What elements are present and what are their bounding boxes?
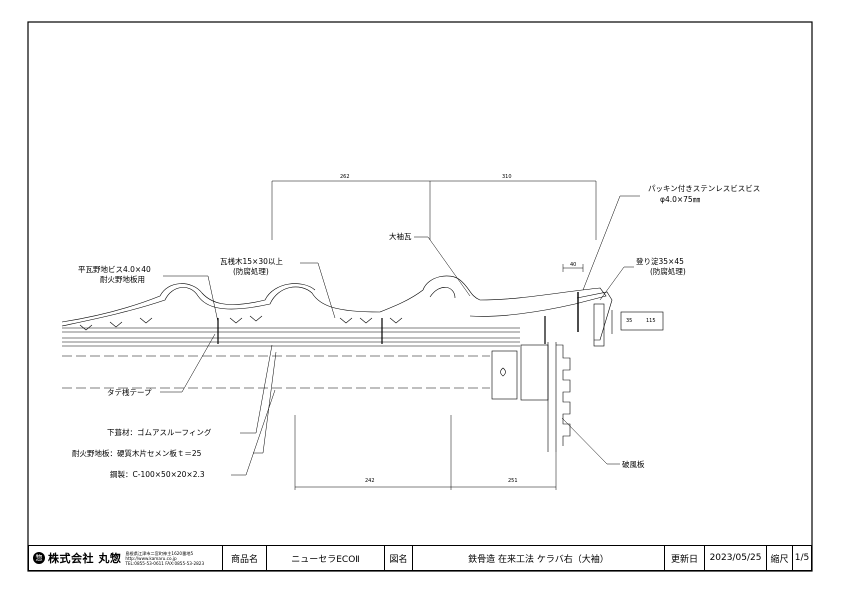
dim-bottom-left: 242 (365, 478, 375, 484)
company-address: 島根県江津市二宮町神主1620番地5 (125, 550, 194, 556)
outer-border (27, 21, 813, 572)
company-url: http://www.kamaru.co.jp (125, 555, 177, 561)
company-logo-icon: 惣 (33, 552, 45, 564)
dim-top-right: 310 (502, 174, 512, 180)
leader-lines (160, 195, 640, 476)
company-tel: TEL:0855-53-0611 FAX:0855-53-2823 (125, 560, 205, 566)
drawing-label: 図名 (385, 546, 413, 570)
updated-value: 2023/05/25 (705, 546, 767, 570)
nobori-label: 登り淀35×45 (636, 257, 684, 266)
dim-small: 40 (570, 262, 577, 268)
batten-label: 瓦桟木15×30以上 (220, 257, 283, 266)
scale-value: 1/5 (794, 553, 810, 563)
drawing-value: 鉄骨造 在来工法 ケラバ右（大袖） (413, 546, 665, 570)
title-block: 惣 株式会社 丸惣 島根県江津市二宮町神主1620番地5 http://www.… (28, 545, 812, 571)
scale-label: 縮尺 (767, 546, 793, 570)
dimension-lines (271, 180, 597, 490)
underlay-label: 下葺材：ゴムアスルーフィング (107, 428, 212, 437)
dim-top-left: 262 (340, 174, 350, 180)
hira-screw-label: 平瓦野地ビス4.0×40 (78, 265, 151, 274)
company-name: 株式会社 丸惣 (48, 552, 122, 565)
nobori-treatment-label: (防腐処理) (650, 267, 686, 276)
batten-treatment-label: (防腐処理) (233, 267, 269, 276)
hafu-label: 破風板 (622, 460, 645, 469)
tate-tape-label: タテ桟テープ (107, 388, 152, 397)
dim-side-b: 115 (646, 318, 656, 324)
hira-screw-use-label: 耐火野地板用 (100, 275, 145, 284)
company-info: 島根県江津市二宮町神主1620番地5 http://www.kamaru.co.… (125, 551, 204, 566)
packing-screw-label: パッキン付きステンレスビスビス (648, 184, 761, 193)
product-label: 商品名 (223, 546, 267, 570)
osode-gawara-label: 大袖瓦 (389, 232, 412, 241)
steel-label: 鋼製：C-100×50×20×2.3 (110, 470, 205, 479)
updated-label: 更新日 (665, 546, 705, 570)
dim-bottom-right: 251 (508, 478, 518, 484)
product-value: ニューセラECOⅡ (267, 546, 385, 570)
sheathing-label: 耐火野地板：硬質木片セメン板ｔ＝25 (72, 449, 202, 458)
packing-screw-size-label: φ4.0×75㎜ (660, 195, 701, 204)
dim-side-a: 35 (626, 318, 633, 324)
company-cell: 惣 株式会社 丸惣 島根県江津市二宮町神主1620番地5 http://www.… (29, 546, 223, 570)
roof-section-drawing (61, 275, 664, 452)
